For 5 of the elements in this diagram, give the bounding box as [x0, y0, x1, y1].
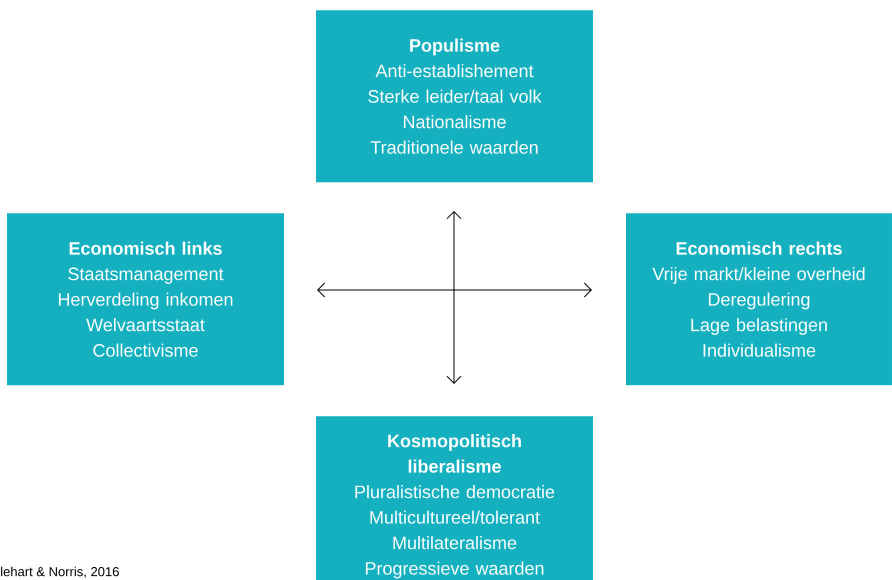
source-note: lehart & Norris, 2016: [1, 566, 119, 578]
category-box: Populisme Anti-establishement Sterke leider/taal volk Nationalisme Traditionele waarden: [316, 10, 593, 182]
category-box: Economisch links Staatsmanagement Herverdeling inkomen Welvaartsstaat Collectivisme: [7, 213, 284, 386]
category-box: Economisch rechts Vrije markt/kleine overheid Deregulering Lage belastingen Individualisme: [626, 213, 892, 386]
category-box: Kosmopolitisch liberalisme Pluralistische democratie Multicultureel/tolerant Multilateralisme Progressieve waarden: [316, 416, 593, 580]
